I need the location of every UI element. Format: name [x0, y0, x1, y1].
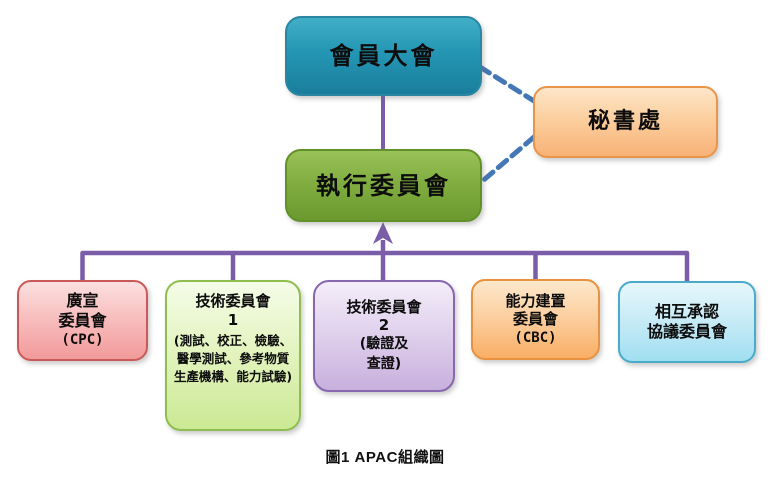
- node-tc2-detail1: (驗證及: [359, 336, 409, 353]
- node-cpc-line2: 委員會: [58, 311, 107, 331]
- node-cpc-committee: 廣宣 委員會 (CPC): [17, 280, 148, 361]
- node-tc2-number: 2: [378, 316, 390, 335]
- node-technical-committee-1: 技術委員會 1 (測試、校正、檢驗、醫學測試、參考物質生產機構、能力試驗): [165, 280, 301, 431]
- node-cpc-line1: 廣宣: [66, 291, 99, 311]
- connector-arrow-head: [373, 222, 393, 244]
- node-cbc-line2: 委員會: [512, 310, 558, 329]
- node-mra-line2: 協議委員會: [646, 322, 727, 341]
- node-general-assembly: 會員大會: [285, 16, 482, 96]
- node-tc2-title: 技術委員會: [346, 297, 422, 316]
- connector-dashed-secretariat-executive: [476, 134, 537, 187]
- node-technical-committee-2: 技術委員會 2 (驗證及 查證): [313, 280, 455, 392]
- node-cbc-line1: 能力建置: [505, 291, 566, 310]
- node-mra-line1: 相互承認: [654, 302, 719, 321]
- node-cbc-acronym: (CBC): [514, 330, 557, 346]
- node-tc1-detail: (測試、校正、檢驗、醫學測試、參考物質生產機構、能力試驗): [173, 332, 293, 384]
- node-secretariat-label: 秘書處: [587, 109, 663, 135]
- connector-dashed-assembly-secretariat: [477, 64, 537, 104]
- node-cpc-acronym: (CPC): [61, 332, 104, 349]
- node-general-assembly-label: 會員大會: [329, 42, 438, 70]
- node-executive-committee: 執行委員會: [285, 149, 482, 222]
- node-mra-committee: 相互承認 協議委員會: [618, 281, 756, 363]
- node-executive-committee-label: 執行委員會: [316, 171, 451, 200]
- node-tc1-title: 技術委員會: [195, 292, 271, 310]
- node-cbc-committee: 能力建置 委員會 (CBC): [471, 279, 600, 360]
- node-tc2-detail2: 查證): [366, 355, 402, 372]
- figure-caption: 圖1 APAC組織圖: [325, 449, 445, 466]
- node-tc1-number: 1: [227, 310, 239, 329]
- node-secretariat: 秘書處: [533, 86, 718, 158]
